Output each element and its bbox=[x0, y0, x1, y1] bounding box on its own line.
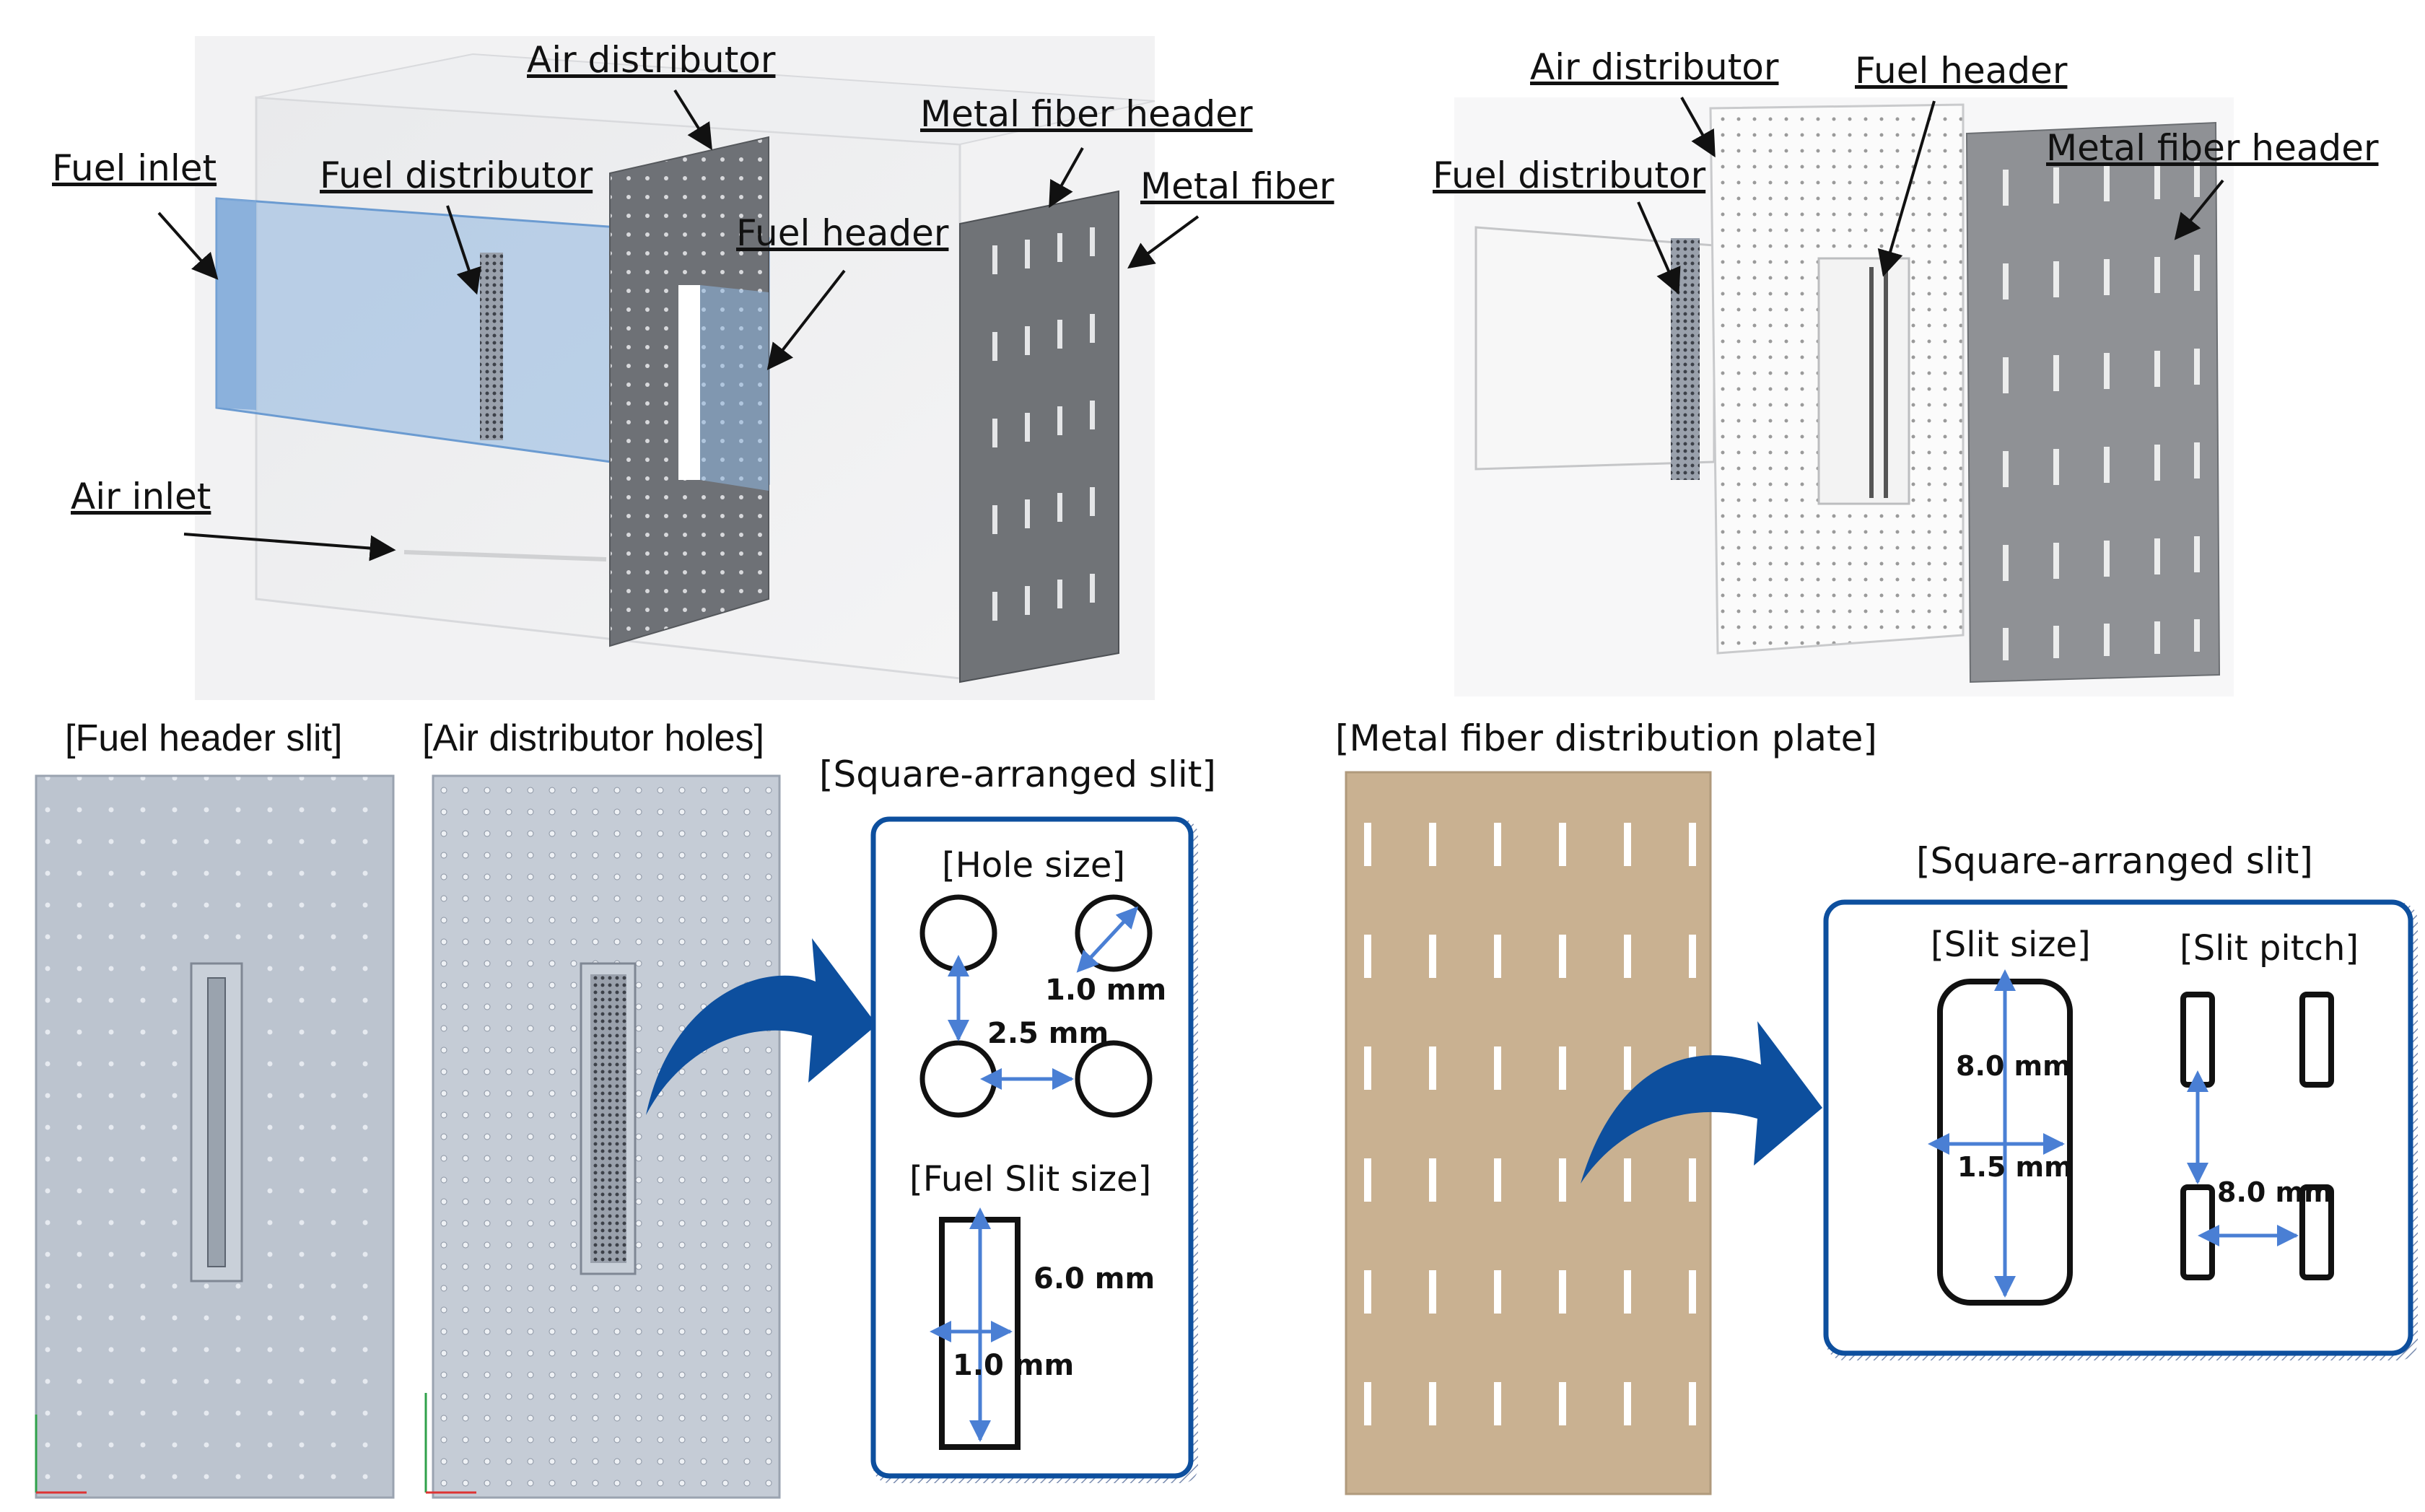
plate-slit bbox=[1364, 823, 1371, 866]
plate-slit bbox=[1689, 1382, 1696, 1425]
plate-slit bbox=[1494, 1158, 1501, 1202]
leader-arrows-top-right bbox=[1637, 97, 2224, 295]
plate-slit bbox=[1624, 823, 1631, 866]
plate-slit bbox=[1429, 1382, 1436, 1425]
plate-slit bbox=[1429, 935, 1436, 978]
label-metal-fiber-header-right: Metal fiber header bbox=[2046, 127, 2379, 169]
plate-slit bbox=[1559, 935, 1566, 978]
metal-fiber-header-plate bbox=[959, 190, 1119, 683]
plate-slit bbox=[1429, 823, 1436, 866]
plate-slit bbox=[1559, 1046, 1566, 1090]
air-distributor-slot bbox=[678, 285, 700, 480]
plate-slit bbox=[1689, 823, 1696, 866]
hole-dimension-arrows bbox=[948, 906, 1139, 1090]
metal-fiber-plate bbox=[1345, 771, 1712, 1495]
plate-slit bbox=[1624, 1270, 1631, 1314]
plate-slit bbox=[1624, 1046, 1631, 1090]
plate-slit bbox=[1689, 935, 1696, 978]
axis-indicator-2 bbox=[424, 1393, 476, 1494]
fuel-header-slit-inner bbox=[207, 977, 226, 1267]
square-slit-box-right bbox=[1823, 899, 2413, 1356]
metal-fiber-slits-top bbox=[992, 227, 1095, 621]
bottom-right-section: [Metal fiber distribution plate] [Square… bbox=[1335, 717, 2418, 1495]
label-air-inlet: Air inlet bbox=[71, 476, 211, 517]
plate-slit bbox=[1494, 823, 1501, 866]
slit-length-label: 8.0 mm bbox=[1956, 1050, 2071, 1082]
plate-slit bbox=[1429, 1158, 1436, 1202]
label-air-distributor-right: Air distributor bbox=[1530, 46, 1779, 88]
fuel-distributor-plate bbox=[480, 253, 503, 440]
bottom-left-section: [Fuel header slit] [Air distributor hole… bbox=[35, 717, 1216, 1499]
plate-slit bbox=[1689, 1158, 1696, 1202]
hole-diameter-label: 1.0 mm bbox=[1045, 974, 1166, 1007]
plate-slit bbox=[1429, 1046, 1436, 1090]
slit-size-dimension-arrows bbox=[1928, 969, 2065, 1298]
label-fuel-distributor: Fuel distributor bbox=[320, 154, 593, 196]
label-fuel-distributor-right: Fuel distributor bbox=[1433, 154, 1706, 196]
plate-slit bbox=[1429, 1270, 1436, 1314]
plate-slit bbox=[1559, 1158, 1566, 1202]
plate-slit bbox=[1624, 935, 1631, 978]
metal-fiber-header-panel bbox=[1965, 121, 2221, 683]
fuel-slit-dimension-arrows bbox=[930, 1207, 1013, 1442]
fuel-slit-length-label: 6.0 mm bbox=[1034, 1262, 1155, 1295]
title-metal-fiber-plate: [Metal fiber distribution plate] bbox=[1335, 717, 1877, 759]
slit-pitch-dimension-arrows bbox=[2187, 1070, 2299, 1246]
metal-fiber-plate-slits bbox=[1364, 823, 1696, 1425]
fuel-distributor-holes bbox=[1671, 238, 1700, 480]
housing-top bbox=[255, 53, 1155, 146]
plate-slit bbox=[1364, 1382, 1371, 1425]
plate-slit bbox=[1624, 1382, 1631, 1425]
callout-arrow-left bbox=[646, 938, 877, 1115]
title-square-arranged-slit-left: [Square-arranged slit] bbox=[819, 753, 1216, 795]
plate-slit bbox=[1494, 1046, 1501, 1090]
plate-slit bbox=[1559, 1270, 1566, 1314]
hole-size-title: [Hole size] bbox=[942, 845, 1125, 886]
label-metal-fiber-header: Metal fiber header bbox=[920, 93, 1253, 135]
top-right-exploded-view: Air distributor Fuel header Fuel distrib… bbox=[1433, 46, 2379, 696]
label-metal-fiber: Metal fiber bbox=[1140, 165, 1334, 207]
plate-slit bbox=[1559, 1382, 1566, 1425]
slit-pitch-title: [Slit pitch] bbox=[2180, 928, 2359, 969]
air-distributor-fuel-slot-holes bbox=[590, 974, 626, 1263]
plate-slit bbox=[1689, 1270, 1696, 1314]
hole-pitch-label: 2.5 mm bbox=[987, 1017, 1109, 1050]
label-fuel-header: Fuel header bbox=[736, 212, 949, 254]
fuel-slit-width-label: 1.0 mm bbox=[953, 1349, 1074, 1382]
plate-slit bbox=[1494, 1382, 1501, 1425]
fuel-header-frame bbox=[1817, 257, 1910, 505]
label-fuel-header-right: Fuel header bbox=[1855, 50, 2068, 92]
fuel-inlet-face bbox=[217, 198, 256, 410]
fuel-header-block bbox=[700, 285, 769, 491]
plate-slit bbox=[1494, 1270, 1501, 1314]
fuel-slit-size-title: [Fuel Slit size] bbox=[909, 1159, 1151, 1199]
top-left-assembly: Fuel inlet Fuel distributor Air distribu… bbox=[52, 36, 1334, 700]
leader-arrows-top-left bbox=[157, 89, 1200, 561]
air-inlet-slit bbox=[403, 550, 607, 561]
slit-size-title: [Slit size] bbox=[1931, 925, 2091, 965]
title-fuel-header-slit: [Fuel header slit] bbox=[65, 717, 342, 759]
title-air-distributor-holes: [Air distributor holes] bbox=[422, 717, 764, 759]
plate-slit bbox=[1364, 1046, 1371, 1090]
plate-slit bbox=[1624, 1158, 1631, 1202]
plate-slit bbox=[1364, 1158, 1371, 1202]
plate-slit bbox=[1364, 935, 1371, 978]
plate-slit bbox=[1364, 1270, 1371, 1314]
plate-slit bbox=[1559, 823, 1566, 866]
metal-fiber-slits-right bbox=[2003, 161, 2200, 660]
callout-arrow-right bbox=[1581, 1021, 1822, 1184]
axis-indicator-1 bbox=[35, 1415, 87, 1494]
label-fuel-inlet: Fuel inlet bbox=[52, 147, 217, 189]
fuel-header-slits bbox=[1869, 267, 1888, 498]
slit-width-label: 1.5 mm bbox=[1957, 1151, 2073, 1183]
title-square-arranged-slit-right: [Square-arranged slit] bbox=[1916, 840, 2313, 882]
plate-slit bbox=[1494, 935, 1501, 978]
label-air-distributor: Air distributor bbox=[527, 39, 776, 81]
slit-pitch-label: 8.0 mm bbox=[2217, 1176, 2333, 1208]
